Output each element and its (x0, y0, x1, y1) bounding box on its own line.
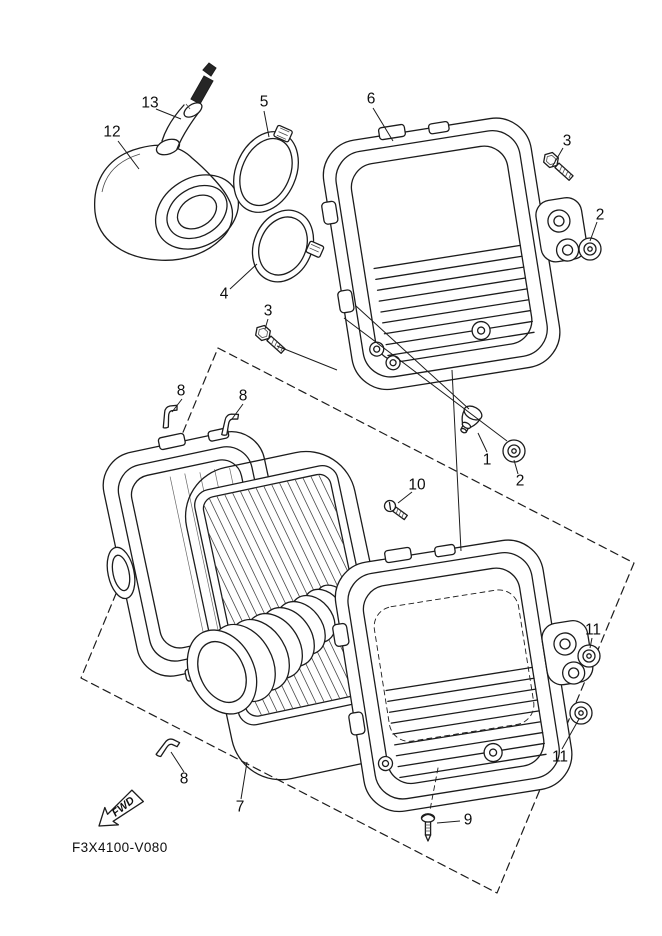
callout-4-6: 4 (220, 286, 229, 303)
callout-6-2: 6 (367, 91, 376, 108)
callout-10-10: 10 (408, 477, 426, 494)
screw-axis-line (429, 767, 439, 811)
callout-11-13: 11 (585, 622, 601, 639)
callout-5-1: 5 (260, 94, 269, 111)
leader-lines (117, 107, 598, 824)
part-2-grommet-lower (502, 439, 526, 463)
callout-3-3: 3 (563, 133, 572, 150)
part-10-screw (381, 497, 410, 523)
part-8-clip-c (155, 735, 181, 761)
part-12-rubber-boot (94, 138, 240, 261)
part-3-bolt-left (252, 322, 289, 357)
diagram-code: F3X4100-V080 (72, 840, 168, 855)
part-8-clip-a (156, 403, 184, 430)
part-9-screw (420, 813, 436, 842)
callout-8-9: 8 (239, 388, 248, 405)
callout-8-8: 8 (177, 383, 186, 400)
callout-2-4: 2 (596, 207, 605, 224)
callout-3-7: 3 (264, 303, 273, 320)
part-11-grommet-lower (569, 701, 593, 725)
callout-9-17: 9 (464, 812, 473, 829)
callout-7-16: 7 (236, 799, 245, 816)
part-11-grommet-upper (577, 644, 601, 668)
callout-2-12: 2 (516, 473, 525, 490)
part-7-intake-duct (186, 584, 351, 715)
part-5-hose-clamp (233, 124, 299, 213)
callout-1-11: 1 (483, 452, 492, 469)
callout-11-14: 11 (552, 749, 568, 766)
callout-12-5: 12 (103, 124, 120, 141)
part-13-breather-hose (161, 62, 217, 150)
subassembly-dashed-boundary (80, 347, 635, 894)
part-4-hose-clamp (251, 209, 325, 283)
part-6-air-cleaner-case-upper (321, 117, 588, 391)
callout-13-0: 13 (141, 95, 158, 112)
part-2-grommet-upper (578, 237, 602, 261)
part-3-bolt-upper (540, 149, 577, 184)
callout-8-15: 8 (180, 771, 189, 788)
fwd-arrow: FWD (98, 789, 144, 827)
part-air-cleaner-case-lower (332, 539, 594, 813)
